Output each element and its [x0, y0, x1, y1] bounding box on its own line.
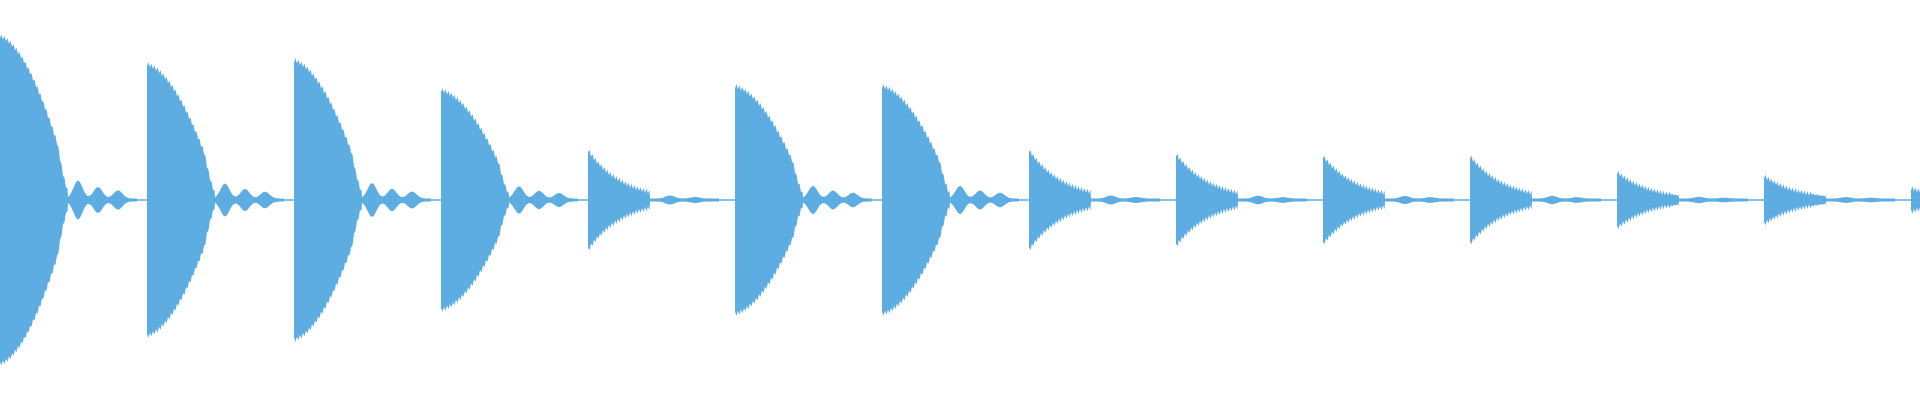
waveform-clip: [294, 58, 431, 342]
waveform-clip: [441, 88, 578, 312]
waveform-clip: [147, 62, 284, 338]
waveform-clip: [1029, 150, 1160, 250]
waveform-clip: [0, 34, 137, 366]
waveform-clip: [1176, 153, 1307, 247]
waveform-clips: [0, 34, 1920, 366]
waveform-clip: [1617, 171, 1748, 229]
waveform-clip: [1470, 155, 1601, 245]
waveform-clip: [882, 84, 1019, 316]
waveform-clip: [1323, 155, 1454, 245]
waveform-clip: [1911, 186, 1920, 214]
waveform-clip: [1764, 174, 1895, 226]
waveform-clip: [588, 150, 719, 250]
waveform-clip: [735, 84, 872, 316]
